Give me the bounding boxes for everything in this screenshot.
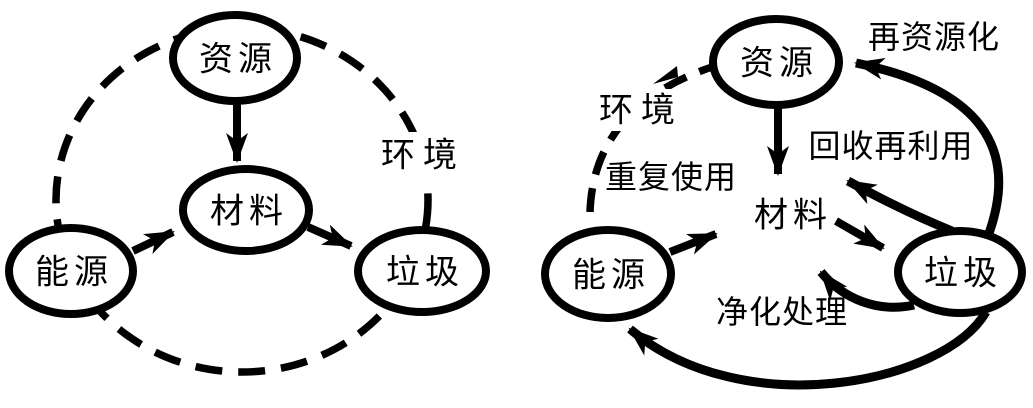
arrow-material-to-waste-right <box>834 217 885 252</box>
arrow-waste-to-energy <box>627 309 990 390</box>
arrow-energy-to-material-right <box>668 230 718 256</box>
recycling-reuse-label: 回收再利用 <box>808 128 973 164</box>
left-diagram: 资源 材料 能源 垃圾 环境 <box>5 11 490 376</box>
energy-node-label-right: 能源 <box>572 257 650 295</box>
material-node-ellipse <box>179 165 313 255</box>
purification-treatment-label: 净化处理 <box>716 294 848 330</box>
material-node-label: 材料 <box>210 193 288 231</box>
reuse-label: 重复使用 <box>605 159 737 195</box>
material-node-label-right: 材料 <box>754 197 832 235</box>
environment-label-right: 环境 <box>599 92 683 130</box>
energy-node-ellipse-right <box>541 226 675 322</box>
environment-label-backing-right <box>600 89 676 131</box>
energy-node-label: 能源 <box>35 254 113 292</box>
resource-node-label-right: 资源 <box>740 46 818 83</box>
resource-node-ellipse-right <box>709 15 843 109</box>
arrow-waste-to-material-recycling <box>845 177 954 236</box>
environment-label: 环境 <box>381 137 465 175</box>
waste-node-ellipse <box>354 226 490 316</box>
waste-node-label: 垃圾 <box>386 254 464 292</box>
right-diagram: 资源 材料 能源 垃圾 环境 重复使用 回收再利用 再资源化 净化处理 <box>541 15 1026 390</box>
arrow-waste-to-material-purification <box>817 269 915 312</box>
waste-node-label-right: 垃圾 <box>924 255 1002 293</box>
re-resourcification-label: 再资源化 <box>868 19 1000 55</box>
waste-node-ellipse-right <box>894 227 1026 317</box>
environment-label-backing <box>374 132 464 178</box>
resource-node-ellipse <box>169 11 301 105</box>
arrow-energy-to-material <box>131 228 175 255</box>
environment-arc-arrowhead <box>653 66 678 84</box>
arrow-material-to-waste <box>306 223 353 250</box>
arrow-waste-to-resource-re-resourcification <box>854 57 1004 238</box>
energy-node-ellipse <box>5 224 137 318</box>
resource-node-label: 资源 <box>199 42 277 79</box>
